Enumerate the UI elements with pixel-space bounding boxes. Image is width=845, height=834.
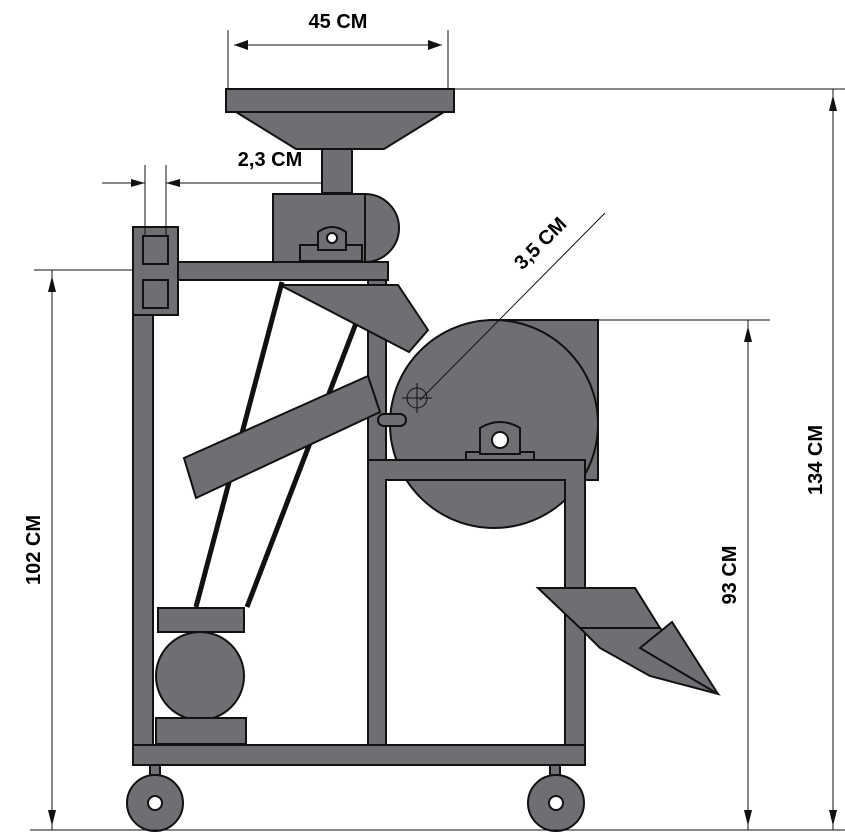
shaft-gap-label: 2,3 CM (238, 149, 302, 171)
total-height-label: 134 CM (805, 425, 827, 495)
hopper-width-label: 45 CM (309, 11, 368, 33)
left-frame (132, 226, 389, 746)
grinder-housing (272, 192, 400, 264)
frame-height-label: 102 CM (23, 515, 45, 585)
base (126, 744, 586, 832)
outlet-spout (535, 587, 721, 696)
hopper (225, 88, 455, 194)
motor (155, 607, 247, 745)
chutes (182, 284, 430, 500)
drum-hole-label: 3,5 CM (510, 213, 571, 274)
dimension-lines (30, 30, 845, 831)
drum-height-label: 93 CM (719, 546, 741, 605)
